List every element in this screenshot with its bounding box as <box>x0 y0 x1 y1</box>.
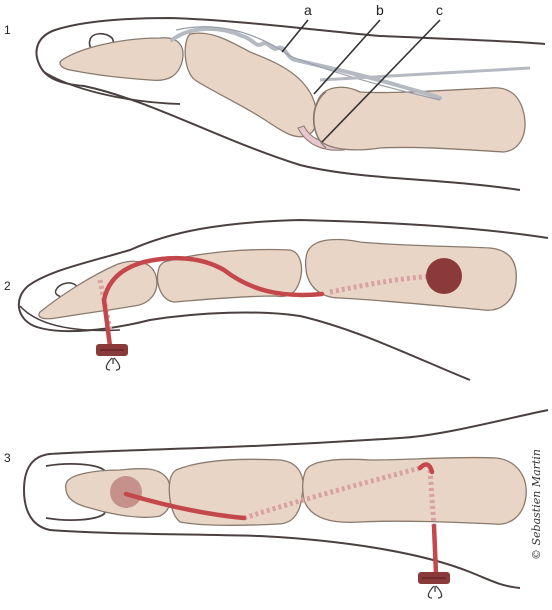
label-a-leader <box>281 19 309 53</box>
panel-1-extensor-tendon-lateral <box>175 26 441 101</box>
panel-2-suture <box>101 255 325 349</box>
panel-1-skin-outline <box>35 16 546 191</box>
panel-2-number: 2 <box>4 279 11 293</box>
panel-1-pad-line <box>43 71 181 105</box>
label-b-leader <box>313 19 381 95</box>
panel-3-suture-hidden <box>243 465 421 521</box>
panel-3-knot <box>427 585 443 599</box>
panel-3: 3 <box>4 409 549 599</box>
panel-3-middle-phalanx <box>168 458 304 526</box>
panel-2-skin-outline <box>18 218 549 381</box>
panel-1: 1 a b c <box>4 2 546 191</box>
panel-2-distal-phalanx <box>38 260 158 320</box>
panel-1-distal-phalanx <box>59 37 184 82</box>
panel-1-proximal-phalanx <box>312 86 526 153</box>
panel-3-skin-outline <box>22 409 549 589</box>
panel-1-middle-phalanx <box>184 32 318 138</box>
panel-3-suture <box>123 462 439 577</box>
panel-1-number: 1 <box>4 23 11 37</box>
label-c: c <box>436 2 443 18</box>
panel-1-joint-capsule <box>313 91 327 149</box>
panel-2: 2 <box>4 218 549 381</box>
label-a: a <box>304 2 312 18</box>
panel-2-button-line <box>100 349 124 351</box>
copyright-signature: © Sebastien Martin <box>530 449 543 560</box>
label-b: b <box>376 2 384 18</box>
panel-3-number: 3 <box>4 451 11 465</box>
label-c-leader <box>321 19 441 143</box>
panel-3-button-line <box>422 577 446 579</box>
panel-3-proximal-phalanx <box>302 456 527 525</box>
panel-1-lateral-band <box>319 66 531 82</box>
panel-2-proximal-phalanx <box>304 238 517 311</box>
panel-2-anchor-hole <box>426 258 462 294</box>
panel-2-knot <box>105 357 121 371</box>
